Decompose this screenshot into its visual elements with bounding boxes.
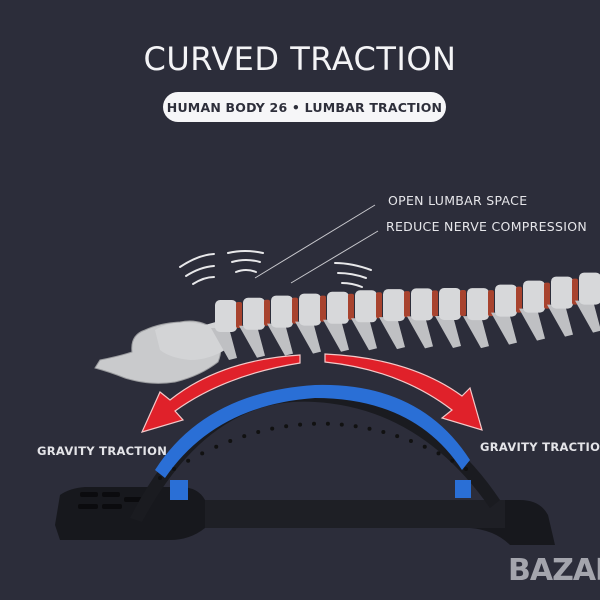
vertebra [383,289,405,322]
massage-node [436,451,441,456]
intervertebral-disc [264,299,270,326]
massage-node [395,434,400,439]
massage-node [312,421,316,426]
callout-lines [254,204,379,284]
watermark-logo: BAZAR [508,553,600,588]
massage-node [339,422,344,427]
massage-node [186,458,191,463]
massage-node [242,434,247,439]
spinous-process [379,317,405,350]
vertebra [579,272,600,305]
vertebra [551,276,573,309]
callout-open-lumbar-space: OPEN LUMBAR SPACE [388,193,528,208]
vertebra [215,300,237,332]
massage-node [214,444,219,449]
massage-node [200,451,205,456]
back-stretcher [55,384,555,545]
spinous-process [351,318,377,351]
intervertebral-disc [348,293,354,320]
vertebra [467,288,489,321]
spinous-process [211,328,237,360]
massage-node [367,426,372,431]
intervertebral-disc [544,282,550,309]
massage-node [256,429,261,434]
gravity-arrow-left [140,354,301,433]
massage-node [353,424,358,429]
spinous-process [323,319,349,352]
massage-node [270,426,275,431]
spinous-process [239,325,265,358]
spinous-process [575,300,600,333]
intervertebral-disc [320,295,326,322]
intervertebral-disc [292,297,298,324]
vertebra [355,290,377,323]
intervertebral-disc [404,291,410,318]
gravity-traction-label-right: GRAVITY TRACTION [480,440,600,454]
callout-reduce-nerve-compression: REDUCE NERVE COMPRESSION [386,219,588,234]
massage-node [381,429,386,434]
massage-node [422,444,427,449]
intervertebral-disc [516,286,522,313]
massage-node [325,421,330,426]
vertebra [299,293,321,326]
spinous-process [295,321,321,354]
vertebra [523,280,545,313]
spinous-process [519,308,545,341]
intervertebral-disc [236,302,242,328]
vertebra [439,288,461,321]
spinous-process [547,304,573,337]
intervertebral-disc [432,290,438,317]
massage-node [464,467,468,471]
massage-node [408,439,413,444]
massage-node [158,476,162,480]
spinous-process [463,316,489,349]
vertebra [411,288,433,321]
spinous-process [267,323,293,356]
intervertebral-disc [488,290,494,317]
vertebra [327,291,349,324]
vibration-waves-icon [179,250,372,288]
intervertebral-disc [376,292,382,319]
subtitle-text: HUMAN BODY 26 • LUMBAR TRACTION [166,99,443,115]
massage-node [298,422,303,427]
spinous-process [435,316,461,349]
gravity-arrow-right [324,353,483,431]
subtitle-badge: HUMAN BODY 26 • LUMBAR TRACTION [163,92,446,122]
intervertebral-disc [460,290,466,317]
spinous-process [407,316,433,349]
massage-node [450,458,455,463]
spinous-process [491,312,517,345]
massage-node [284,424,289,429]
massage-node [172,466,177,471]
gravity-traction-label-left: GRAVITY TRACTION [37,444,168,458]
vertebra [243,297,265,330]
vertebra [495,284,517,317]
notch-slots [78,492,142,509]
massage-node [228,439,233,444]
page-title: CURVED TRACTION [143,40,457,78]
vertebra [271,295,293,328]
intervertebral-disc [572,278,578,305]
spine-illustration [94,272,600,384]
